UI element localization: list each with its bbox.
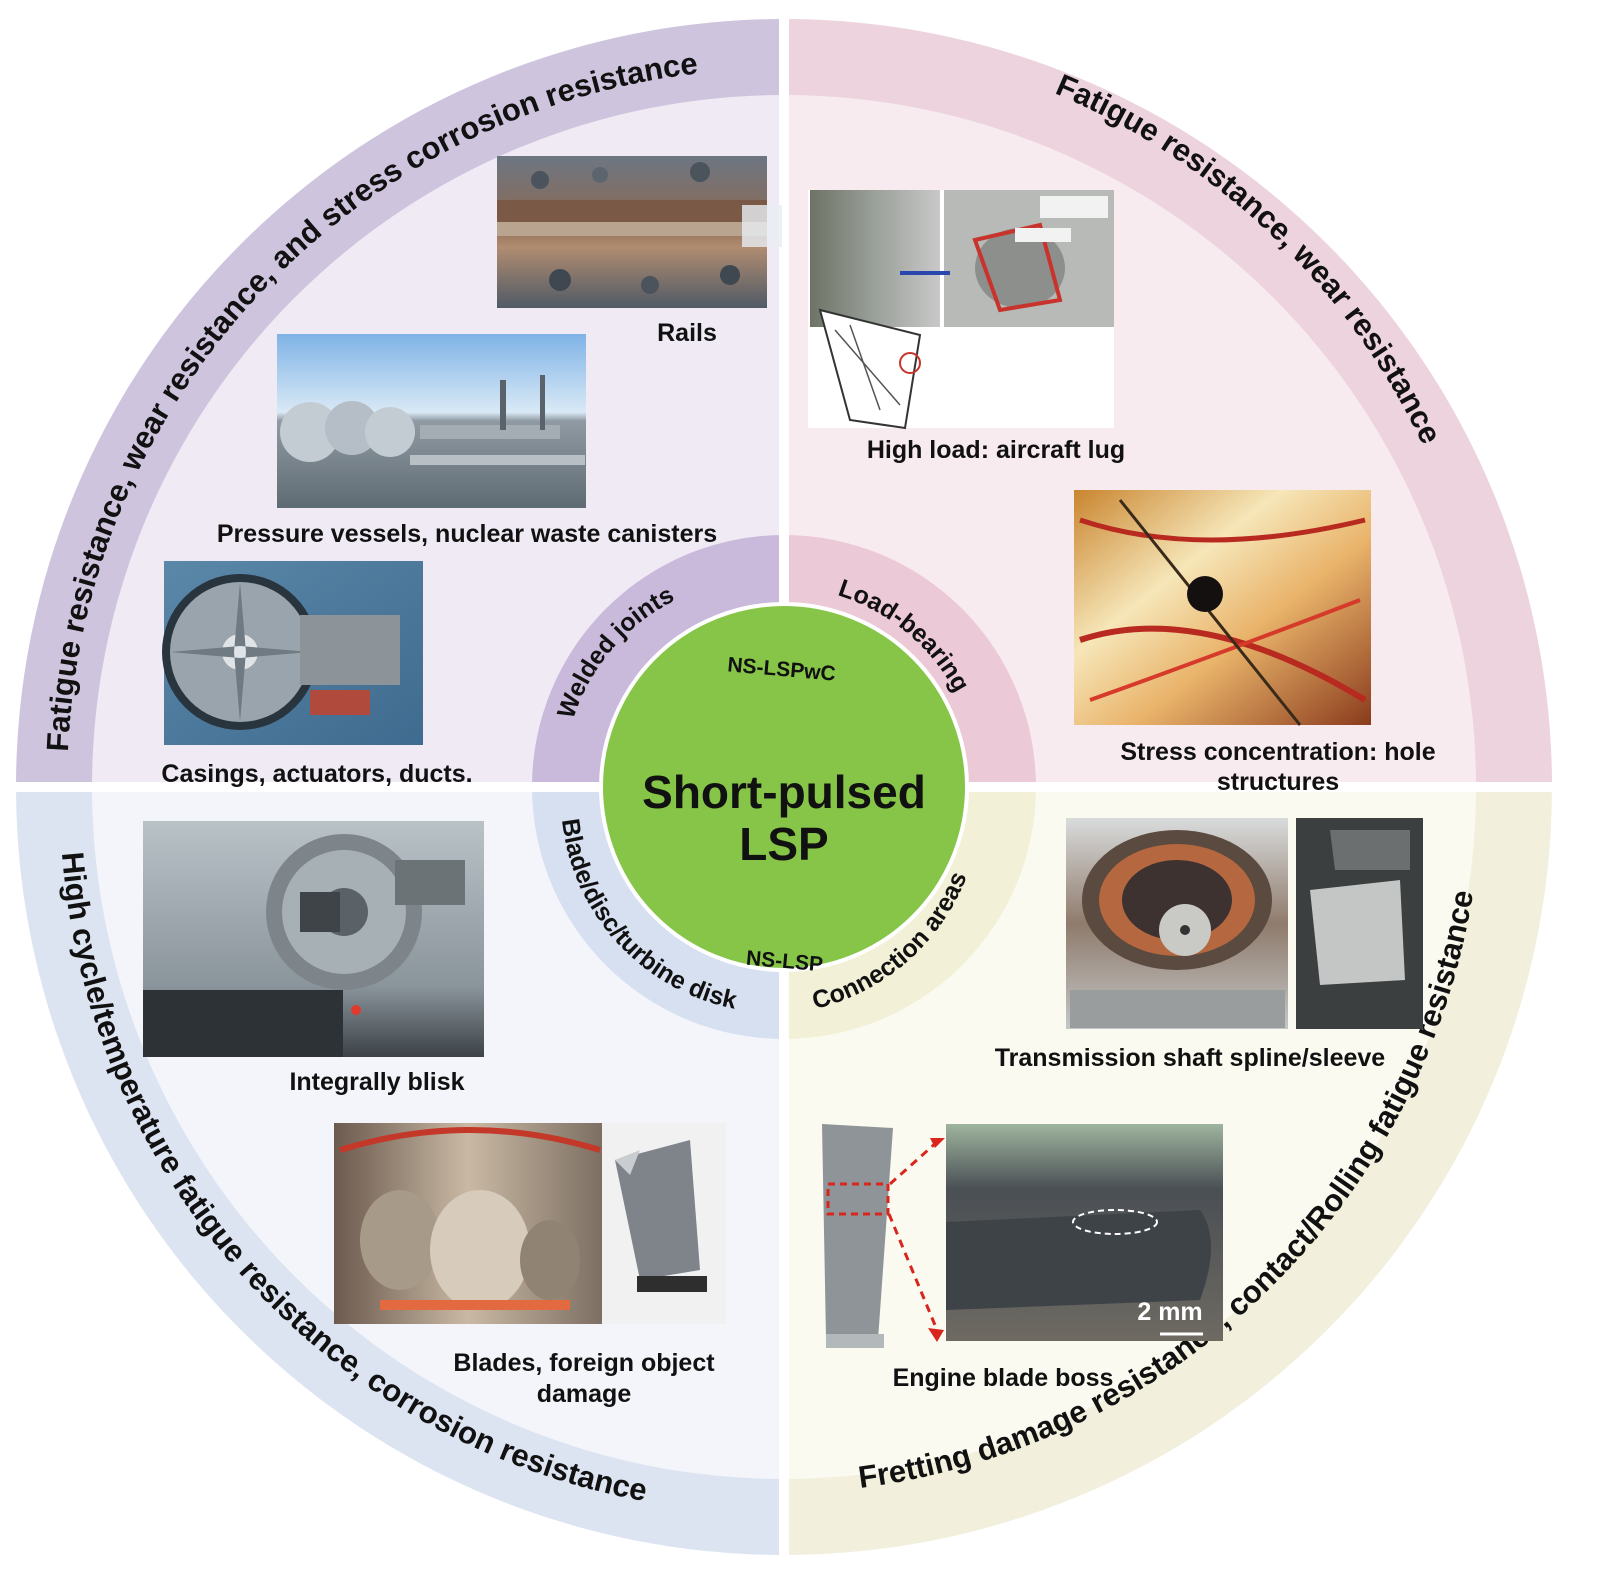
caption-pressure-vessels: Pressure vessels, nuclear waste canister… (217, 520, 717, 548)
center-title-line1: Short-pulsed (642, 766, 926, 818)
caption-engine-blade-boss: Engine blade boss (893, 1364, 1114, 1392)
caption-casings: Casings, actuators, ducts. (161, 760, 472, 788)
hole-structure-photo (1074, 490, 1371, 726)
jet-engine-casing-photo (162, 561, 423, 745)
caption-aircraft-lug: High load: aircraft lug (867, 436, 1125, 464)
turbine-cutaway-photo (334, 1123, 602, 1324)
scale-bar-label: 2 mm (1137, 1298, 1202, 1326)
caption-blades-line2: damage (537, 1380, 632, 1408)
blisk-photo (143, 821, 484, 1057)
rails-photo (497, 156, 782, 308)
caption-blisk: Integrally blisk (289, 1068, 464, 1096)
aircraft-lug-photo (808, 190, 1114, 430)
caption-rails: Rails (657, 319, 717, 347)
caption-hole-line1: Stress concentration: hole (1120, 738, 1435, 766)
center-circle (599, 602, 969, 972)
caption-blades-line1: Blades, foreign object (453, 1349, 715, 1377)
center-title-line2: LSP (739, 818, 828, 870)
caption-spline-sleeve: Transmission shaft spline/sleeve (995, 1044, 1386, 1072)
engine-blade-photo (822, 1124, 945, 1348)
damaged-blade-photo (602, 1123, 726, 1324)
caption-hole-line2: structures (1217, 768, 1339, 796)
pressure-vessels-photo (277, 334, 586, 508)
blade-boss-closeup-photo (946, 1124, 1223, 1341)
spline-sleeve-photo (1066, 818, 1288, 1029)
spline-detail-photo (1296, 818, 1423, 1029)
